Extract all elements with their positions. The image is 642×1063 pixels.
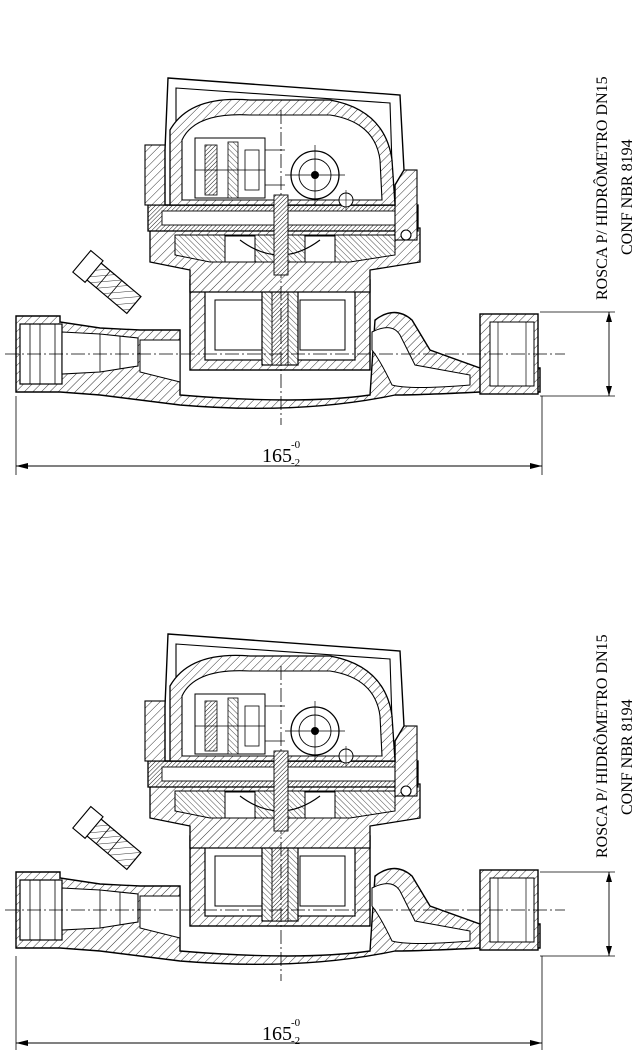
upper-tolerance: -0 xyxy=(291,1017,301,1029)
length-dimension-value: 165 xyxy=(262,445,292,467)
lower-tolerance: -2 xyxy=(291,1035,300,1047)
side-note-line1: ROSCA P/ HIDRÔMETRO DN15 xyxy=(592,634,611,858)
side-note-line2: CONF NBR 8194 xyxy=(619,699,636,815)
side-note-line1: ROSCA P/ HIDRÔMETRO DN15 xyxy=(592,76,611,300)
side-note-line2: CONF NBR 8194 xyxy=(619,139,636,255)
meter-view-bottom: 165 -0 -2 ROSCA P/ HIDRÔMETRO DN15 CONF … xyxy=(4,633,636,1050)
lower-tolerance: -2 xyxy=(291,457,300,469)
length-dimension-value: 165 xyxy=(262,1023,292,1045)
upper-tolerance: -0 xyxy=(291,439,301,451)
meter-view-top: 165 -0 -2 ROSCA P/ HIDRÔMETRO DN15 CONF … xyxy=(4,76,636,475)
